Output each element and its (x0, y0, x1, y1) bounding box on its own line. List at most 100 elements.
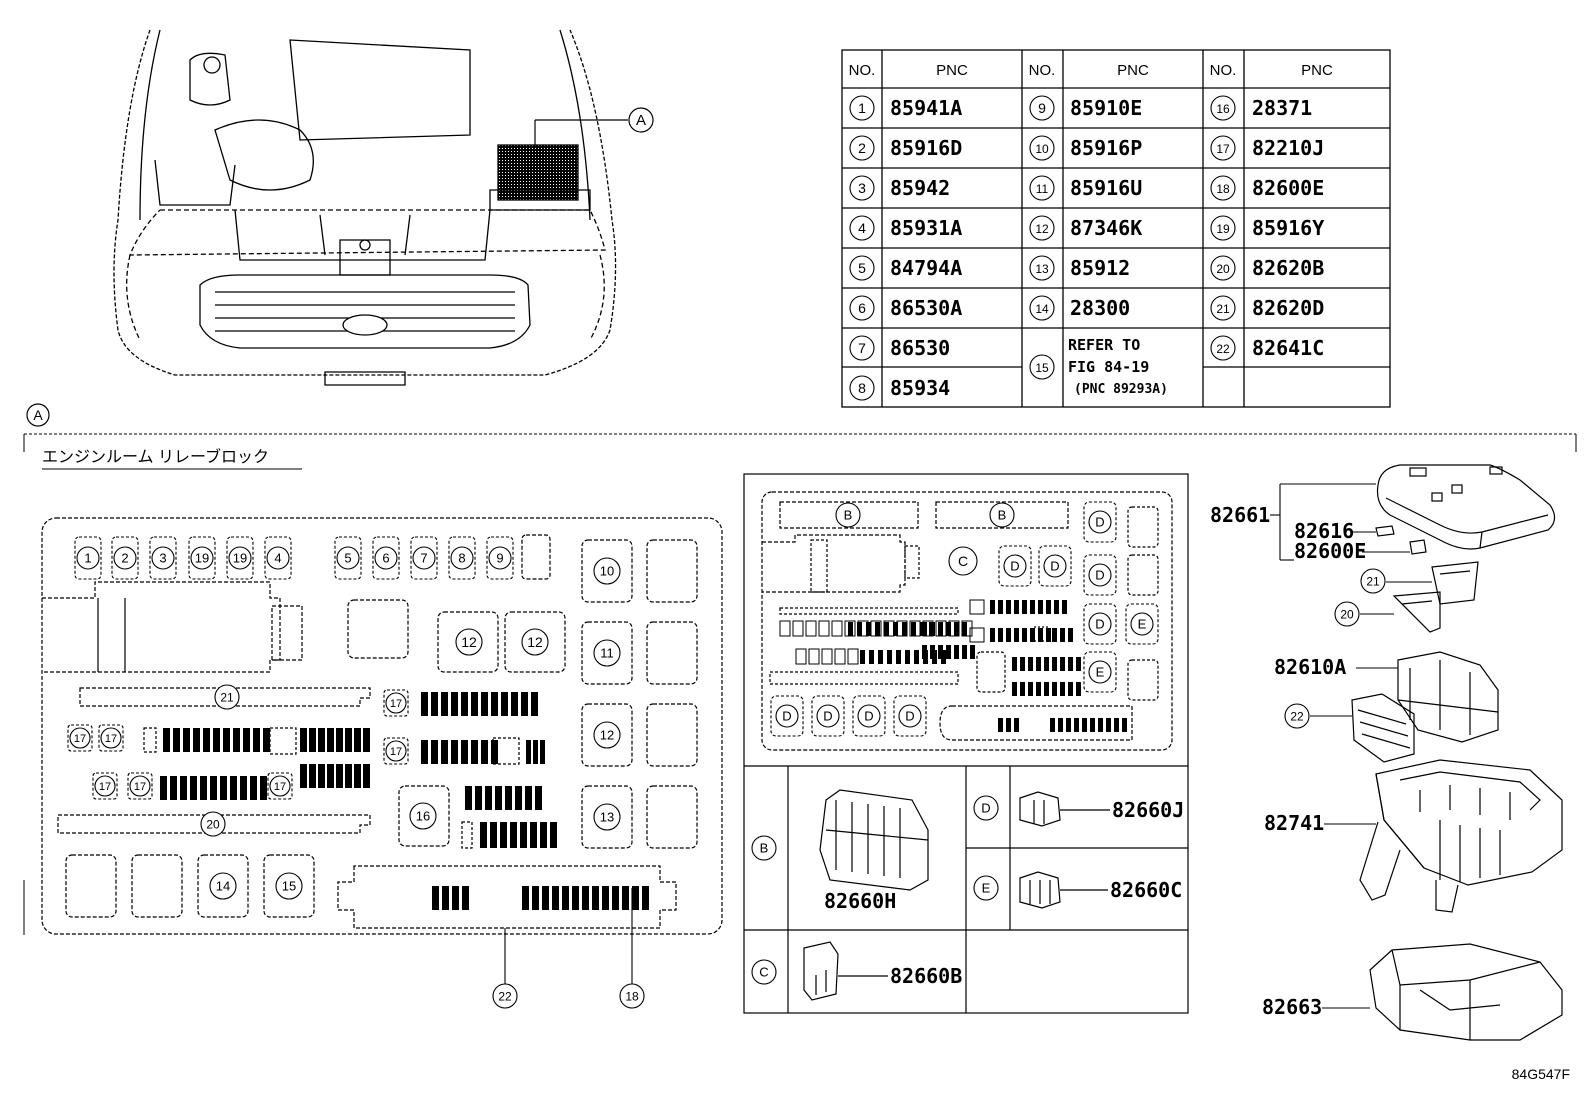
fuse-slot (875, 622, 880, 636)
fuse-callout-17-label: 17 (390, 698, 402, 710)
box-callout-E: E (973, 875, 999, 901)
fuse-slot (1012, 657, 1017, 671)
fuse-slot (533, 740, 538, 764)
fuse-slot (602, 886, 609, 910)
detail-callout-D-label: D (1095, 515, 1104, 530)
row-number: 8 (858, 380, 866, 396)
fuse-slot (441, 692, 448, 716)
fuse-slot (318, 728, 325, 752)
relay-callout-7-label: 7 (420, 551, 427, 566)
fuse-slot (230, 776, 237, 800)
row-number: 18 (1216, 182, 1230, 196)
fuse-callout-17: 17 (100, 727, 122, 749)
refer-line-1: REFER TO (1068, 336, 1140, 354)
fuse-callout-17: 17 (129, 775, 151, 797)
detail-callout-B-label: B (844, 508, 853, 523)
fuse-slot (253, 728, 260, 752)
fuse-slot (962, 622, 967, 636)
fuse-slot (505, 786, 512, 810)
detail-callout-D-label: D (1010, 559, 1019, 574)
relay-callout-14: 14 (209, 872, 237, 900)
relay-callout-19: 19 (190, 546, 214, 570)
fuse-slot (531, 692, 538, 716)
fuse-slot (233, 728, 240, 752)
detail-callout-D: D (1003, 554, 1027, 578)
fuse-slot (525, 786, 532, 810)
detail-callout-D: D (1088, 612, 1112, 636)
relay-callout-1-label: 1 (84, 551, 91, 566)
cover-callout-20: 20 (200, 811, 226, 837)
fuse-callout-17: 17 (269, 775, 291, 797)
detail-panel (743, 473, 1189, 1014)
fuse-slot (183, 728, 190, 752)
assembly-callout-22-label: 22 (1290, 709, 1304, 723)
row-number: 16 (1216, 102, 1230, 116)
fuse-slot (540, 740, 545, 764)
relay-callout-10: 10 (593, 557, 621, 585)
relay-callout-12-label: 12 (527, 634, 543, 650)
row-number: 9 (1038, 100, 1046, 116)
row-number: 13 (1035, 262, 1049, 276)
fuse-slot (884, 622, 889, 636)
fuse-slot (1030, 628, 1035, 642)
relay-callout-12: 12 (455, 628, 483, 656)
fuse-slot (193, 728, 200, 752)
cover-callout-21-label: 21 (220, 690, 234, 704)
pnc-value: 87346K (1070, 216, 1142, 240)
fuse-slot (223, 728, 230, 752)
fuse-slot (930, 645, 935, 659)
row-number: 2 (858, 140, 866, 156)
fuse-slot (540, 822, 547, 848)
relay-callout-9: 9 (488, 546, 512, 570)
part-label-82663: 82663 (1262, 995, 1322, 1019)
table-header-no: NO. (849, 62, 876, 79)
detail-callout-D: D (898, 704, 922, 728)
fuse-slot (510, 822, 517, 848)
fuse-rows (160, 692, 649, 910)
fuse-slot (1052, 657, 1057, 671)
fuse-slot (1038, 600, 1043, 614)
fuse-slot (363, 764, 370, 788)
fuse-slot (501, 692, 508, 716)
section-marker: A (33, 407, 43, 423)
relay-callout-5-label: 5 (344, 551, 351, 566)
fuse-slot (432, 886, 439, 910)
fuse-slot (1006, 600, 1011, 614)
fuse-slot (475, 786, 482, 810)
row-number: 12 (1035, 222, 1049, 236)
fuse-slot (922, 622, 927, 636)
fuse-slot (1006, 628, 1011, 642)
fuse-slot (441, 740, 448, 764)
detail-callout-D: D (1088, 510, 1112, 534)
fuse-slot (1098, 718, 1103, 732)
fuse-slot (327, 764, 334, 788)
fuse-slot (905, 650, 910, 664)
detail-callout-D-label: D (864, 709, 873, 724)
fuse-slot (1014, 718, 1019, 732)
pnc-value: 84794A (890, 256, 962, 280)
box-callout-B: B (751, 835, 777, 861)
fuse-slot (481, 740, 488, 764)
pnc-value: 85916Y (1252, 216, 1324, 240)
fuse-slot (240, 776, 247, 800)
row-number: 4 (858, 220, 866, 236)
pnc-value: 82620D (1252, 296, 1324, 320)
refer-line-3: (PNC 89293A) (1074, 382, 1168, 397)
fuse-slot (1068, 657, 1073, 671)
fuse-slot (914, 650, 919, 664)
pnc-value: 82600E (1252, 176, 1324, 200)
detail-callout-D-label: D (782, 709, 791, 724)
fuse-slot (998, 718, 1003, 732)
relay-callout-8-label: 8 (458, 551, 465, 566)
detail-callout-C-label: C (958, 553, 968, 569)
fuse-slot (481, 692, 488, 716)
relay-callout-4: 4 (266, 546, 290, 570)
fuse-slot (1050, 718, 1055, 732)
row-number: 3 (858, 180, 866, 196)
row-number: 11 (1036, 182, 1049, 196)
fuse-slot (946, 622, 951, 636)
